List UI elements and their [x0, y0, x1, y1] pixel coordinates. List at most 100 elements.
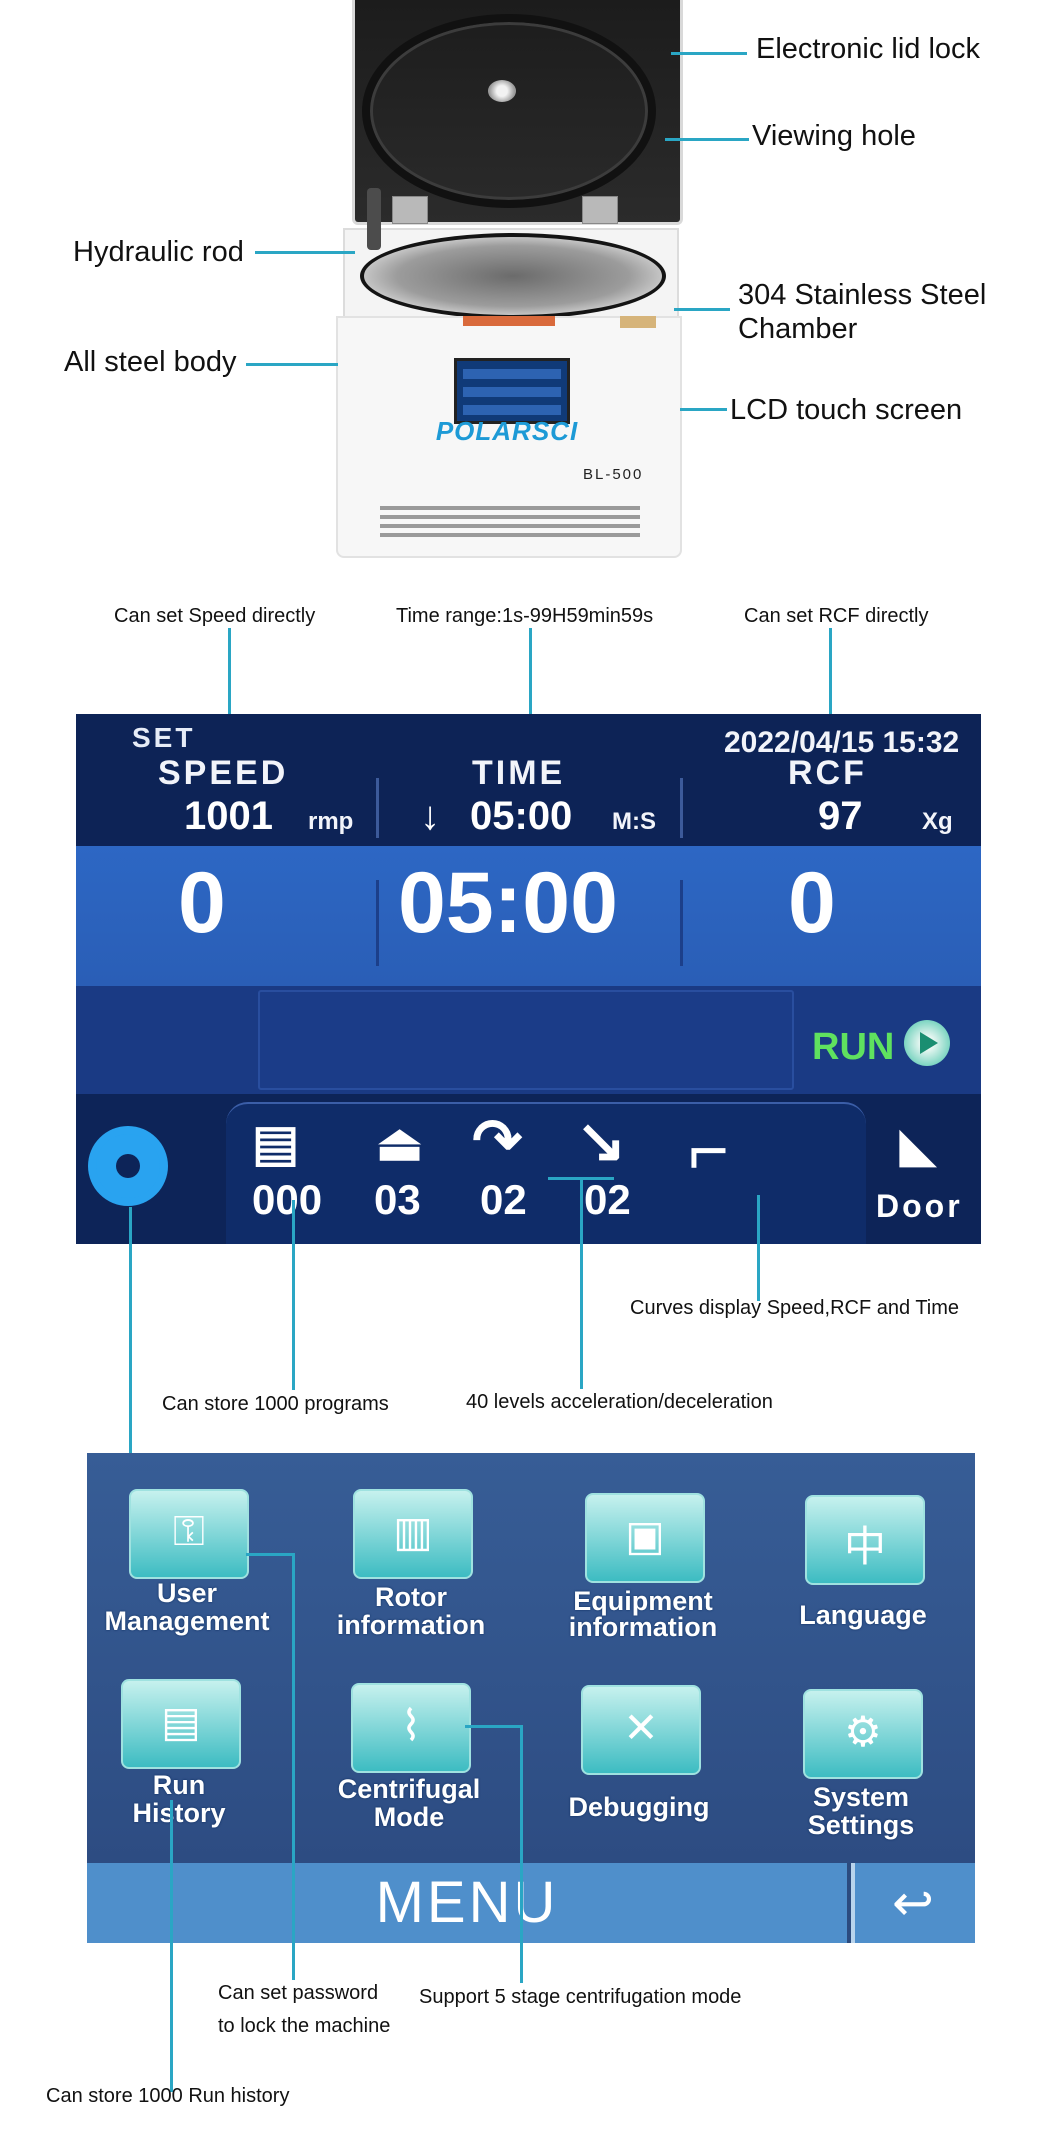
centrifugal-mode-tile[interactable]: ⌇ [351, 1683, 471, 1773]
system-settings-label-2: Settings [807, 1810, 915, 1840]
debugging-label: Debugging [568, 1792, 710, 1822]
user-management-label-2: Management [104, 1606, 270, 1636]
acceleration-level[interactable]: 02 [480, 1176, 527, 1223]
run-label[interactable]: RUN [812, 1026, 895, 1068]
speed-setpoint[interactable]: 1001 [184, 794, 273, 838]
user-management-tile[interactable]: ⚿ [129, 1489, 249, 1579]
language-icon: 中 [843, 1523, 886, 1570]
current-time: 05:00 [398, 855, 618, 951]
back-button[interactable] [851, 1863, 975, 1943]
annotation-programs: Can store 1000 programs [162, 1393, 389, 1415]
viewing-hole [488, 80, 516, 102]
door-label[interactable]: Door [876, 1188, 963, 1224]
rotor-information-tile[interactable]: ▥ [353, 1489, 473, 1579]
callout-chamber-line2: Chamber [738, 313, 858, 345]
rotor-number[interactable]: 03 [374, 1176, 421, 1223]
time-arrow: ↓ [420, 794, 440, 838]
mid-divider-1 [376, 880, 379, 966]
header-divider-1 [376, 778, 379, 838]
status-panel [258, 990, 794, 1090]
curve-chart-icon[interactable]: ⌐ [688, 1111, 729, 1189]
annotation-run-history: Can store 1000 Run history [46, 2085, 290, 2107]
lid-lock-leader [671, 52, 747, 55]
centrifugal-mode-leader-v [520, 1725, 523, 1983]
rotor-information-label-2: information [336, 1610, 486, 1640]
callout-lcd: LCD touch screen [730, 394, 963, 426]
back-arrow-icon[interactable]: ↩ [892, 1875, 934, 1931]
system-settings-tile[interactable]: ⚙ [803, 1689, 923, 1779]
rcf-unit: Xg [922, 808, 953, 835]
annotation-password-2: to lock the machine [218, 2015, 391, 2037]
model-label: BL-500 [583, 466, 644, 483]
ventilation-grille [380, 506, 640, 542]
annotation-curves: Curves display Speed,RCF and Time [630, 1297, 960, 1319]
accel-leader-left [548, 1177, 582, 1180]
equipment-information-label-1: Equipment [573, 1586, 713, 1616]
date-time: 2022/04/15 15:32 [724, 726, 960, 759]
equipment-information-label-2: information [568, 1612, 718, 1642]
callout-lid-lock: Electronic lid lock [756, 33, 981, 65]
centrifugal-mode-label-2: Mode [373, 1802, 445, 1832]
hydraulic-rod [367, 188, 381, 250]
language-label: Language [799, 1600, 927, 1630]
rotor-document-icon: ▥ [393, 1508, 433, 1555]
run-history-label-2: History [132, 1798, 226, 1828]
steel-body-leader [246, 363, 338, 366]
language-tile[interactable]: 中 [805, 1495, 925, 1585]
rotor-information-label-1: Rotor [375, 1582, 447, 1612]
mini-lcd-screen [454, 358, 570, 424]
deceleration-arrow-icon[interactable]: ↘ [576, 1107, 627, 1174]
rotor-icon[interactable]: ⏏ [376, 1115, 424, 1171]
run-history-label-1: Run [152, 1770, 206, 1800]
right-hinge [582, 196, 618, 224]
history-document-icon: ▤ [161, 1698, 201, 1745]
speed-title: SPEED [158, 754, 289, 792]
gear-center [116, 1154, 140, 1178]
current-speed: 0 [178, 855, 226, 951]
lid-gasket-ring [362, 14, 656, 208]
acceleration-arrow-icon[interactable]: ↷ [472, 1107, 523, 1174]
door-open-icon[interactable]: ◣ [900, 1119, 936, 1171]
annotation-rcf: Can set RCF directly [744, 605, 929, 627]
viewing-hole-leader [665, 138, 749, 141]
annotation-accel: 40 levels acceleration/deceleration [466, 1391, 773, 1413]
centrifugal-mode-leader-h [465, 1725, 523, 1728]
menu-title: MENU [375, 1870, 559, 1935]
body-sticker [620, 316, 656, 328]
brand-logo: POLARSCI [435, 416, 579, 446]
run-history-tile[interactable]: ▤ [121, 1679, 241, 1769]
annotation-stage-mode: Support 5 stage centrifugation mode [419, 1986, 742, 2008]
header-divider-2 [680, 778, 683, 838]
current-rcf: 0 [788, 855, 836, 951]
keys-icon: ⚿ [173, 1507, 205, 1554]
settings-gear-icon: ⚙ [844, 1708, 882, 1755]
callout-hydraulic-rod: Hydraulic rod [73, 236, 244, 268]
annotation-speed: Can set Speed directly [114, 605, 316, 627]
monitor-icon: ▣ [625, 1512, 665, 1559]
annotation-password-1: Can set password [218, 1982, 379, 2004]
centrifugal-mode-label-1: Centrifugal [337, 1774, 481, 1804]
time-unit: M:S [612, 808, 656, 835]
program-number[interactable]: 000 [252, 1176, 323, 1223]
rcf-setpoint[interactable]: 97 [818, 794, 863, 838]
set-label: SET [132, 722, 196, 753]
equipment-information-tile[interactable]: ▣ [585, 1493, 705, 1583]
callout-viewing-hole: Viewing hole [752, 120, 916, 152]
stainless-chamber [360, 233, 666, 319]
rcf-title: RCF [788, 754, 867, 792]
program-list-icon[interactable]: ▤ [252, 1115, 300, 1171]
play-triangle-icon [920, 1032, 938, 1054]
warning-label-strip [463, 316, 555, 326]
current-values-band [76, 846, 981, 986]
accel-leader [580, 1177, 583, 1389]
annotation-time: Time range:1s-99H59min59s [396, 605, 654, 627]
callout-chamber-line1: 304 Stainless Steel [738, 279, 987, 311]
run-history-leader [170, 1800, 173, 2092]
menu-title-bar [87, 1863, 847, 1943]
time-setpoint[interactable]: 05:00 [470, 794, 573, 838]
debugging-tile[interactable]: ✕ [581, 1685, 701, 1775]
user-management-leader-v [292, 1553, 295, 1980]
system-settings-label-1: System [812, 1782, 910, 1812]
deceleration-level[interactable]: 02 [584, 1176, 631, 1223]
left-hinge [392, 196, 428, 224]
